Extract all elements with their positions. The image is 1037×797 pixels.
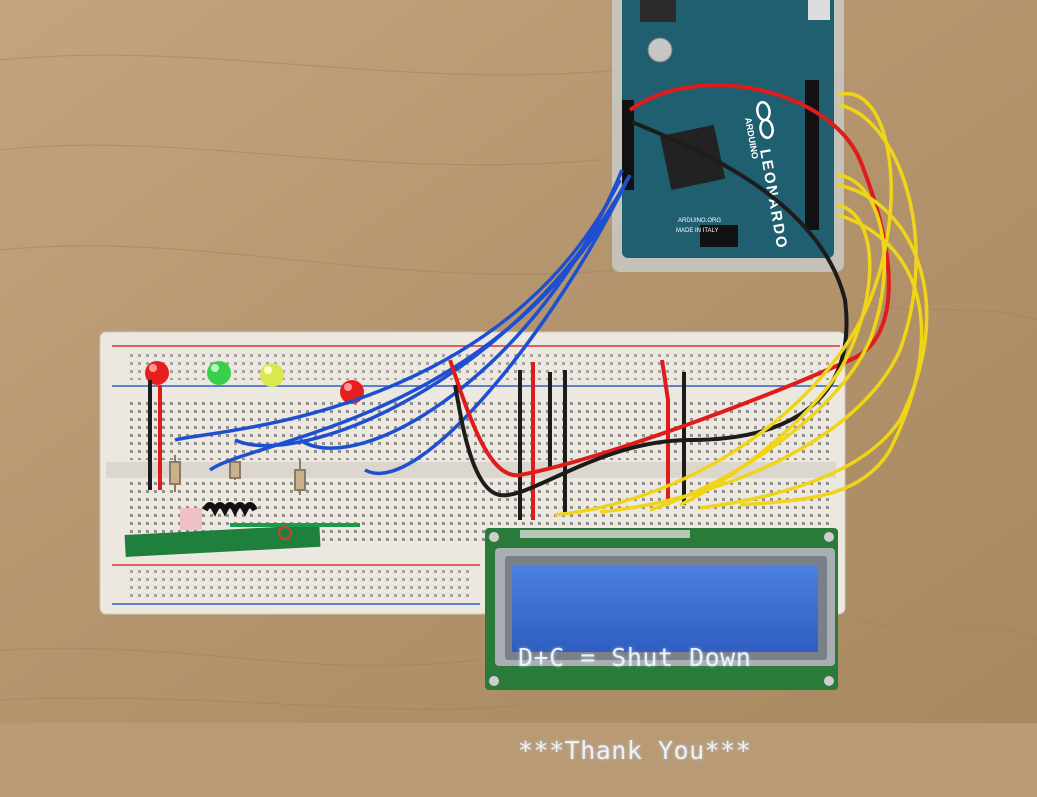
- board-origin-label: MADE IN ITALY: [676, 228, 718, 234]
- lcd-line-2: ***Thank You***: [518, 736, 752, 765]
- yellow-wires: [554, 91, 929, 517]
- lcd-display-text: D+C = Shut Down ***Thank You***: [518, 580, 818, 765]
- led-yellow: [260, 363, 284, 387]
- led-red-1: [145, 361, 169, 385]
- led-green: [207, 361, 231, 385]
- arduino-leonardo-board: ARDUINO LEONARDO ARDUINO.ORG MADE IN ITA…: [612, 0, 844, 272]
- breadboard-scene: ARDUINO LEONARDO ARDUINO.ORG MADE IN ITA…: [0, 0, 1037, 723]
- power-wires: [448, 83, 891, 498]
- lcd-module: [485, 528, 838, 690]
- rf-receiver-module: [124, 502, 360, 557]
- capacitor-icon: [647, 37, 673, 63]
- blue-wires: [174, 169, 632, 475]
- arduino-logo: [756, 100, 774, 140]
- lcd-line-1: D+C = Shut Down: [518, 643, 752, 672]
- wood-grain: [0, 54, 1037, 710]
- board-site-label: ARDUINO.ORG: [678, 218, 721, 224]
